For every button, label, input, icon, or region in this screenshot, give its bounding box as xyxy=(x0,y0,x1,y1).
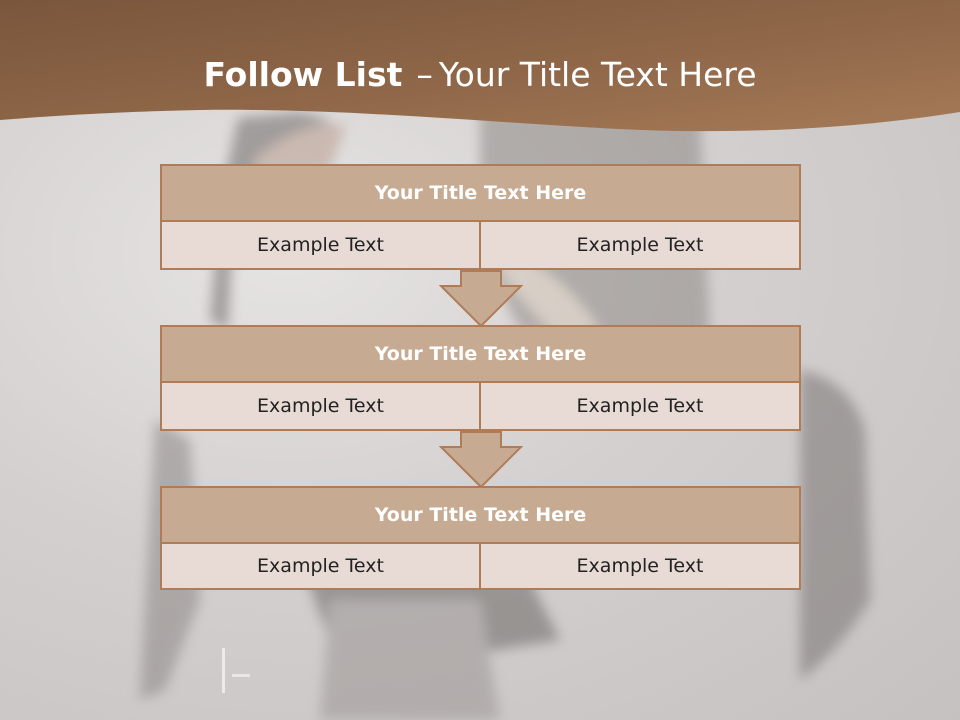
step-2-left-text: Example Text xyxy=(160,381,481,431)
title-rest: Your Title Text Here xyxy=(438,55,757,94)
title-bold-part: Follow List xyxy=(203,55,403,94)
title-dash: – xyxy=(416,55,433,94)
step-1-heading: Your Title Text Here xyxy=(160,164,801,222)
step-3-right-text: Example Text xyxy=(479,542,801,590)
down-arrow-1 xyxy=(439,270,523,328)
step-3-heading: Your Title Text Here xyxy=(160,486,801,544)
slide-title: Follow List–Your Title Text Here xyxy=(0,52,960,98)
step-2-heading: Your Title Text Here xyxy=(160,325,801,383)
down-arrow-2 xyxy=(439,431,523,489)
step-3-left-text: Example Text xyxy=(160,542,481,590)
step-2-right-text: Example Text xyxy=(479,381,801,431)
header-band xyxy=(0,0,960,132)
step-1-left-text: Example Text xyxy=(160,220,481,270)
step-1-right-text: Example Text xyxy=(479,220,801,270)
